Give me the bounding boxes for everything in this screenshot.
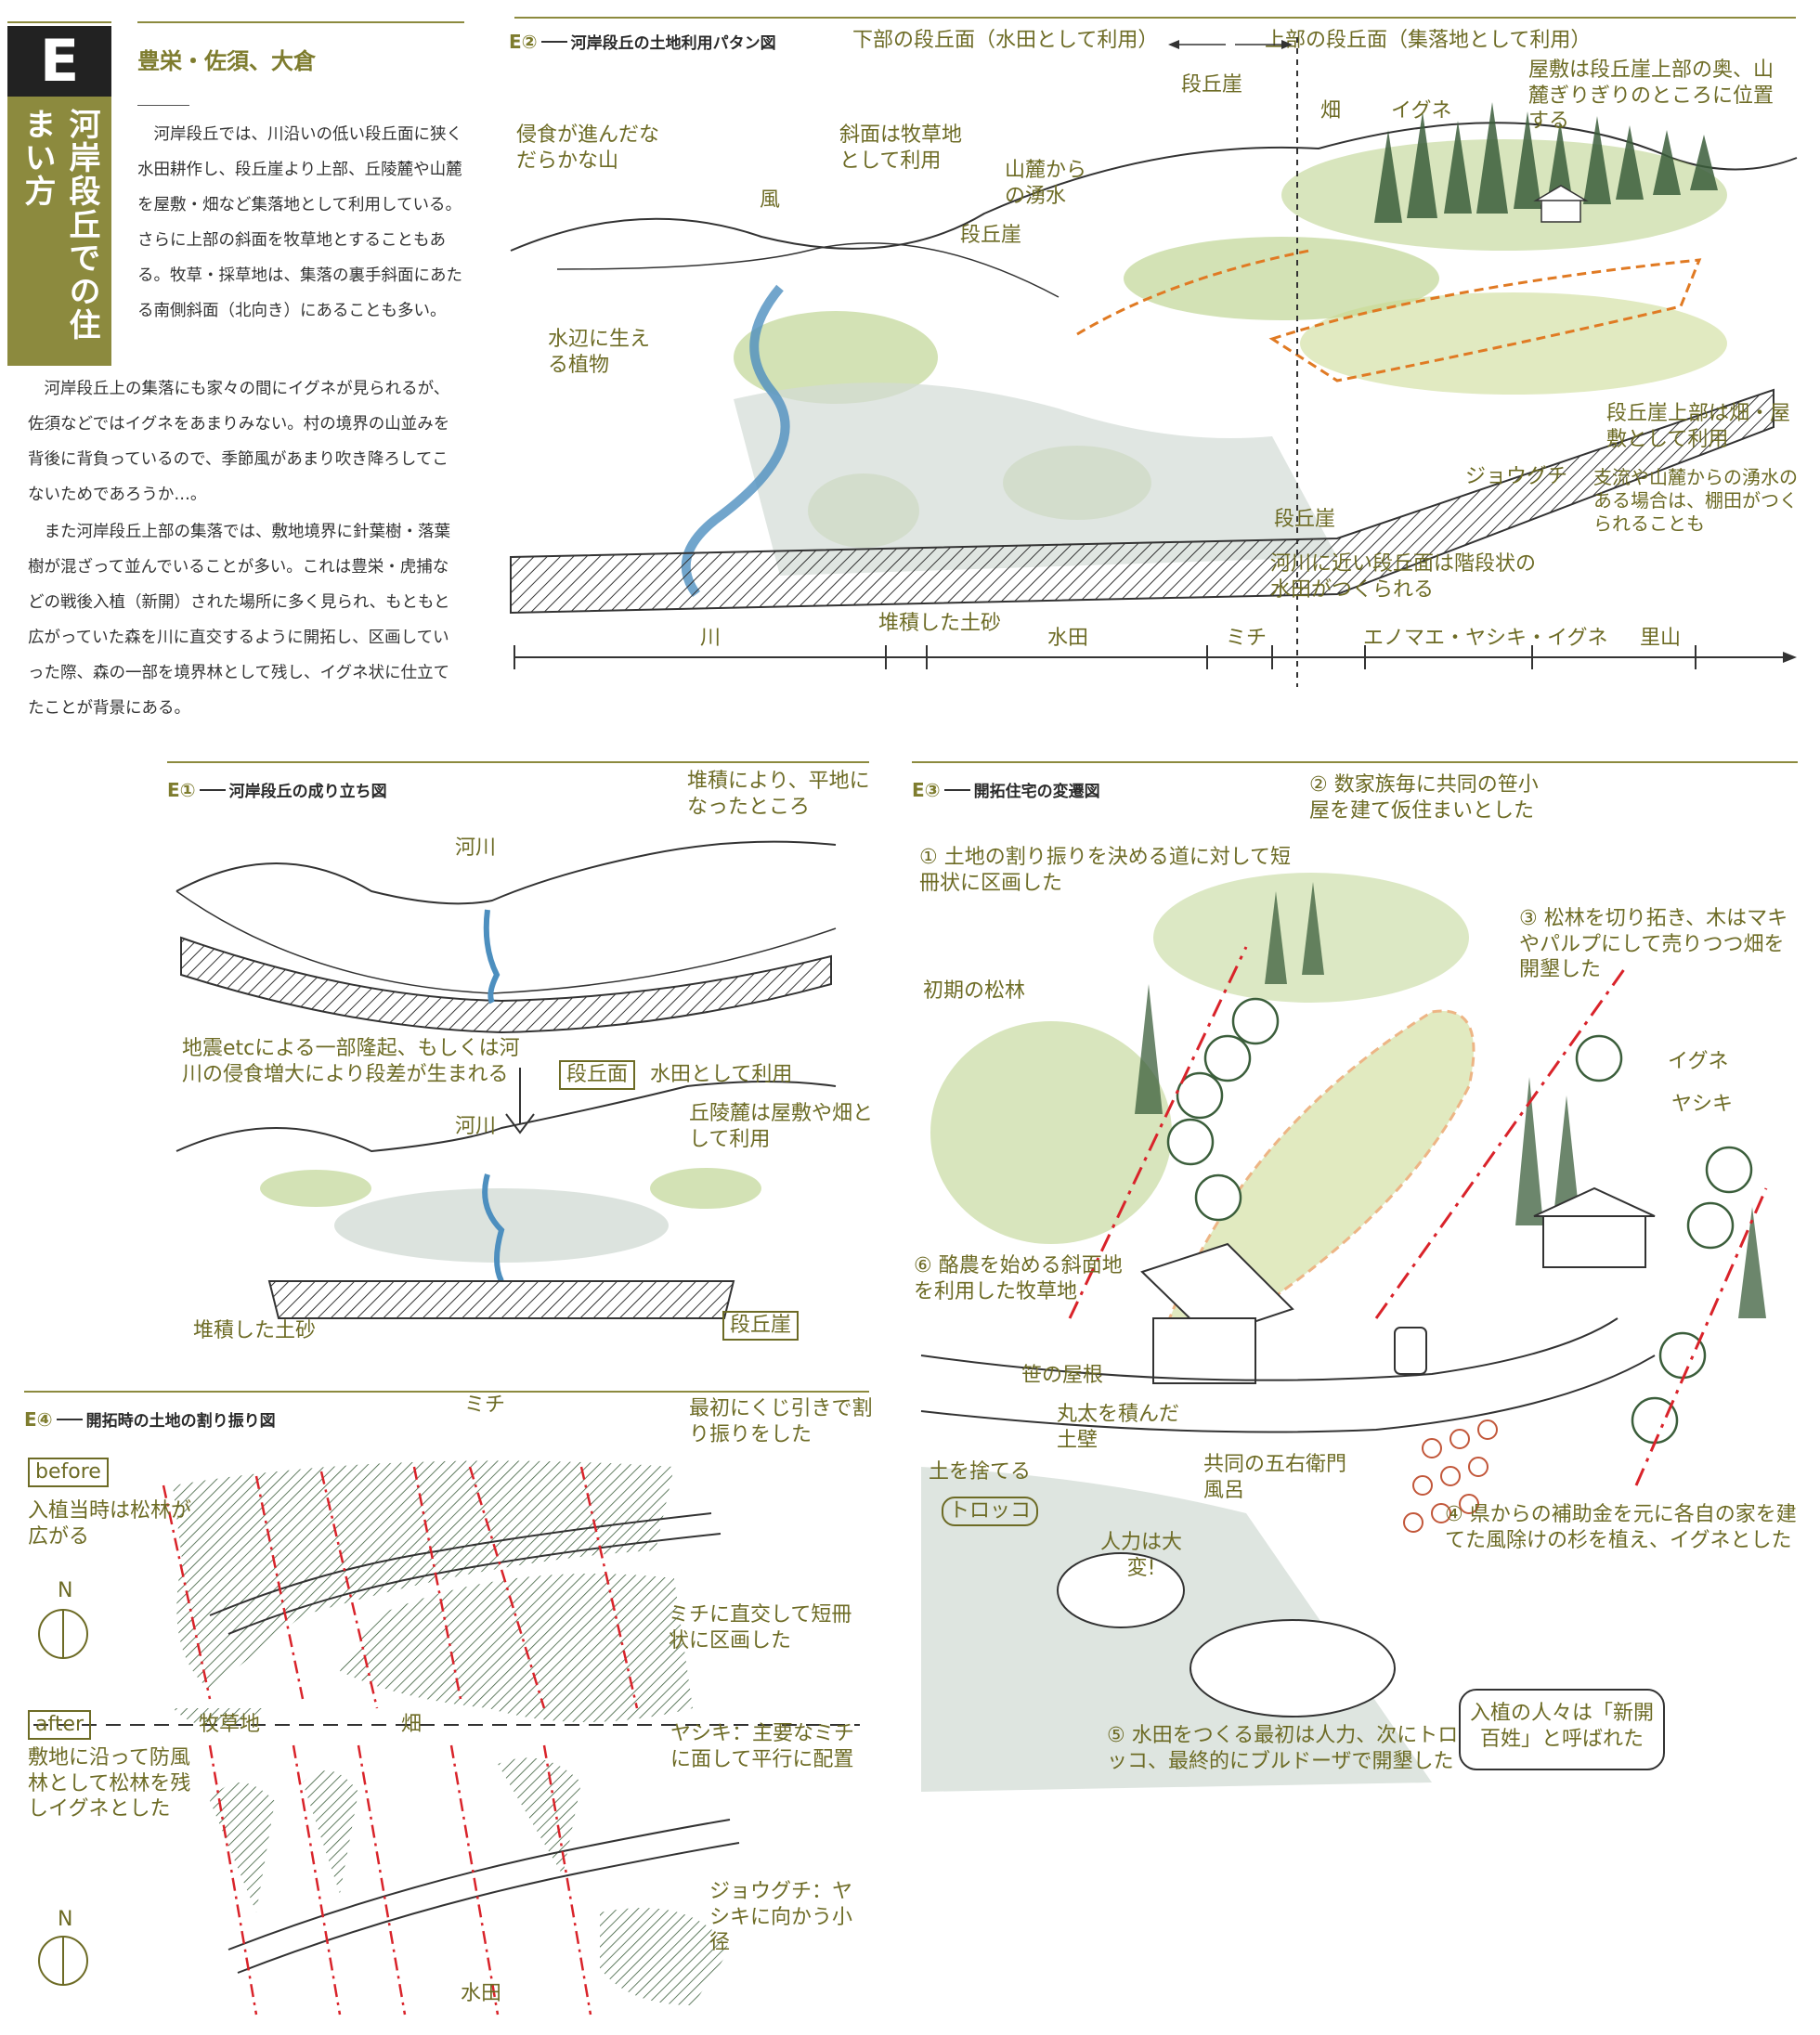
e4-field-label: 畑 [401, 1713, 422, 1736]
e3-bath: 共同の五右衛門風呂 [1203, 1453, 1347, 1502]
paragraph-1: 河岸段丘では、川沿いの低い段丘面に狭く水田耕作し、段丘崖より上部、丘陵麓や山麓を… [137, 125, 462, 320]
e4-header: E④ 開拓時の土地の割り振り図 [24, 1407, 276, 1432]
e1-header: E① 河岸段丘の成り立ち図 [167, 778, 387, 802]
paragraph-2: 河岸段丘上の集落にも家々の間にイグネが見られるが、佐須などではイグネをあまりみな… [28, 380, 450, 504]
e3-badge: E③ [912, 778, 941, 801]
e3-step3: ③ 松林を切り拓き、木はマキやパルプにして売りつつ畑を開墾した [1519, 907, 1788, 981]
e3-settlers-bubble: 入植の人々は「新開百姓」と呼ばれた [1469, 1702, 1654, 1751]
e1-hill-use: 丘陵麓は屋敷や畑として利用 [689, 1102, 874, 1151]
e2-label-terrace-paddy: 河川に近い段丘面は階段状の水田がつくられる [1270, 552, 1537, 602]
e2-axis-yashiki: エノマエ・ヤシキ・イグネ [1363, 627, 1608, 650]
section-subtitle: 豊栄・佐須、大倉 [137, 48, 316, 74]
e2-label-cliff-mid: 段丘崖 [960, 224, 1022, 247]
e2-label-wind: 風 [760, 188, 781, 212]
e2-landscape-drawing [510, 37, 1798, 687]
e4-north-2: N [58, 1908, 73, 1931]
e4-yashiki-note: ヤシキ：主要なミチに面して平行に配置 [670, 1722, 855, 1771]
e2-label-igune: イグネ [1391, 99, 1452, 123]
e2-label-tributary: 支流や山麓からの湧水のある場合は、棚田がつくられることも [1593, 466, 1798, 535]
e2-header: E② 河岸段丘の土地利用パタン図 [509, 30, 776, 54]
e3-wall: 丸太を積んだ土壁 [1057, 1403, 1180, 1452]
e3-yashiki: ヤシキ [1671, 1093, 1734, 1116]
e4-pasture-label: 牧草地 [199, 1713, 261, 1736]
e2-axis-paddy: 水田 [1047, 627, 1089, 650]
e2-axis-road: ミチ [1226, 627, 1268, 650]
e4-after-tag: after [28, 1710, 92, 1740]
e3-step4: ④ 県からの補助金を元に各自の家を建てた風除けの杉を植え、イグネとした [1445, 1503, 1797, 1552]
e1-title: 河岸段丘の成り立ち図 [228, 783, 387, 801]
e1-formation-drawing [176, 840, 837, 1319]
e2-label-shore-plants: 水辺に生える植物 [548, 328, 651, 377]
e3-step1: ① 土地の割り振りを決める道に対して短冊状に区画した [919, 846, 1292, 895]
e3-igune: イグネ [1668, 1050, 1729, 1073]
e3-settlement-drawing [920, 873, 1768, 1792]
e1-cliff-tag: 段丘崖 [722, 1311, 800, 1341]
e2-axis-river: 川 [700, 627, 722, 650]
e2-top-right-label: 上部の段丘面（集落地として利用） [1265, 29, 1592, 52]
section-letter: E [39, 27, 80, 95]
e3-roof: 笹の屋根 [1021, 1364, 1104, 1387]
e3-soil: 土を捨てる [929, 1460, 1032, 1484]
e3-title: 開拓住宅の変遷図 [973, 783, 1100, 801]
e1-terrace-surface-tag: 段丘面 [559, 1060, 636, 1090]
e4-road-label: ミチ [464, 1393, 506, 1417]
e4-badge: E④ [24, 1407, 53, 1431]
e1-river-bottom: 河川 [455, 1115, 497, 1138]
e2-label-cliff-top: 段丘崖 [1181, 73, 1243, 97]
e2-label-sediment: 堆積した土砂 [878, 612, 1002, 635]
e4-lottery-note: 最初にくじ引きで割り振りをした [689, 1397, 873, 1446]
e1-uplift-note: 地震etcによる一部隆起、もしくは河川の侵食増大により段差が生まれる [182, 1037, 520, 1086]
e4-before-note: 入植当時は松林が広がる [28, 1499, 192, 1549]
paragraph-3: また河岸段丘上部の集落では、敷地境界に針葉樹・落葉樹が混ざって並んでいることが多… [28, 523, 450, 718]
e4-north-1: N [58, 1579, 73, 1602]
e1-river-top: 河川 [455, 836, 497, 860]
e1-badge: E① [167, 778, 196, 801]
e2-title: 河岸段丘の土地利用パタン図 [570, 34, 776, 53]
e4-after-note: 敷地に沿って防風林として松林を残しイグネとした [28, 1746, 191, 1821]
e2-label-slope: 斜面は牧草地として利用 [839, 123, 963, 173]
vertical-title-block: 河岸段丘での住まい方 [7, 97, 111, 366]
e1-sediment: 堆積した土砂 [193, 1319, 317, 1342]
e4-allotment-drawing [33, 1460, 860, 2016]
e2-badge: E② [509, 30, 538, 53]
e1-paddy-use: 水田として利用 [650, 1063, 793, 1086]
e3-pine: 初期の松林 [923, 979, 1026, 1003]
e4-jyougu-note: ジョウグチ：ヤシキに向かう小径 [709, 1880, 853, 1954]
e3-header: E③ 開拓住宅の変遷図 [912, 778, 1100, 802]
e4-paddy-label: 水田 [461, 1982, 502, 2005]
e2-label-jyougu: ジョウグチ [1465, 465, 1568, 488]
e1-flat-note: 堆積により、平地になったところ [687, 770, 870, 819]
e2-label-spring: 山麓からの湧水 [1005, 159, 1087, 208]
e3-step2: ② 数家族毎に共同の笹小屋を建て仮住まいとした [1309, 773, 1539, 823]
e3-step6: ⑥ 酪農を始める斜面地を利用した牧草地 [914, 1254, 1123, 1303]
e2-label-upper-use: 段丘崖上部は畑・屋敷として利用 [1606, 402, 1791, 451]
e3-step5: ⑤ 水田をつくる最初は人力、次にトロッコ、最終的にブルドーザで開墾した [1107, 1724, 1459, 1773]
e4-perp-note: ミチに直交して短冊状に区画した [669, 1603, 852, 1653]
e4-before-tag: before [28, 1458, 109, 1487]
e2-label-cliff-low: 段丘崖 [1274, 508, 1336, 531]
e2-label-field: 畑 [1320, 99, 1342, 123]
e4-title: 開拓時の土地の割り振り図 [85, 1412, 276, 1431]
section-letter-block: E [7, 26, 111, 97]
e3-manpower-bubble: 人力は大変! [1099, 1531, 1182, 1580]
e2-label-yashiki: 屋敷は段丘崖上部の奥、山麓ぎりぎりのところに位置する [1528, 58, 1774, 133]
e2-top-left-label: 下部の段丘面（水田として利用） [852, 29, 1159, 52]
vertical-title: 河岸段丘での住まい方 [19, 108, 100, 342]
e2-label-erosion: 侵食が進んだなだらかな山 [516, 123, 660, 173]
e3-torokko-tag: トロッコ [942, 1497, 1039, 1526]
e2-axis-satoyama: 里山 [1640, 627, 1682, 650]
